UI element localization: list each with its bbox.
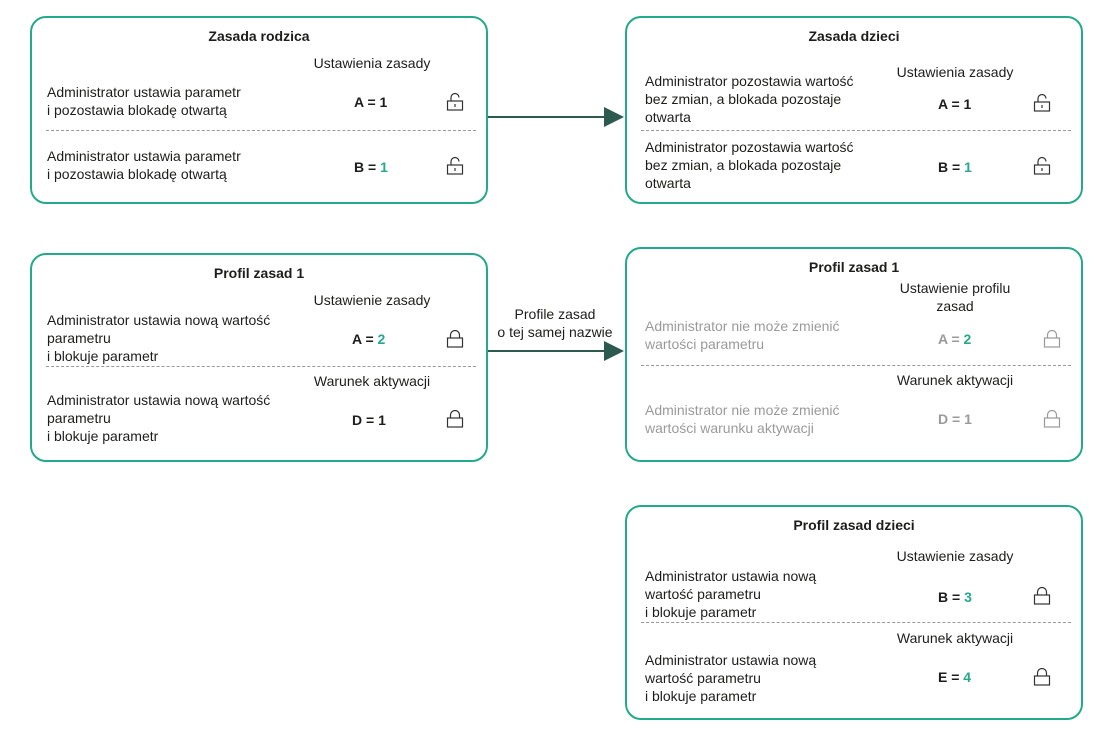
parameter-value: A = 2 [938, 331, 972, 347]
locked-padlock-icon [446, 329, 464, 348]
row-description: Administrator nie może zmienić wartości … [645, 402, 840, 436]
row-separator [46, 366, 476, 367]
row-separator [641, 130, 1071, 131]
row-description: Administrator ustawia nową wartość param… [47, 392, 271, 444]
locked-padlock-icon [1043, 409, 1061, 428]
settings-header: Ustawienie zasady [313, 292, 431, 308]
parameter-value: A = 2 [352, 331, 386, 347]
row-description: Administrator ustawia nową wartość param… [47, 312, 271, 364]
box-title: Profil zasad 1 [213, 265, 305, 281]
parameter-value: B = 3 [938, 589, 972, 605]
row-description: Administrator pozostawia wartość bez zmi… [645, 73, 854, 125]
unlocked-padlock-icon [446, 156, 464, 175]
row-separator [641, 365, 1071, 366]
row-description: Administrator nie może zmienić wartości … [645, 318, 840, 352]
locked-padlock-icon [1033, 586, 1051, 605]
condition-header: Warunek aktywacji [313, 373, 431, 389]
box-title: Zasada rodzica [208, 28, 310, 44]
box-title: Profil zasad 1 [808, 259, 900, 275]
box-title: Profil zasad dzieci [793, 517, 915, 533]
child-policy-profile-1-box: Profil zasad 1 Ustawienie profilu zasad … [625, 247, 1083, 462]
row-description: Administrator ustawia parametr i pozosta… [47, 84, 241, 118]
locked-padlock-icon [1033, 667, 1051, 686]
settings-header: Ustawienia zasady [313, 55, 431, 71]
locked-padlock-icon [446, 409, 464, 428]
arrow-label-line1: Profile zasad [514, 306, 596, 322]
arrow-label: Profile zasad o tej samej nazwie [480, 305, 630, 341]
condition-header: Warunek aktywacji [896, 630, 1014, 646]
unlocked-padlock-icon [1033, 93, 1051, 112]
arrow-label-line2: o tej samej nazwie [497, 324, 613, 340]
row-description: Administrator ustawia nową wartość param… [645, 568, 817, 620]
parameter-value: D = 1 [352, 412, 386, 428]
row-description: Administrator pozostawia wartość bez zmi… [645, 139, 854, 191]
settings-header: Ustawienie profilu zasad [899, 280, 1011, 314]
child-policy-profile-box: Profil zasad dzieci Ustawienie zasady Ad… [625, 505, 1083, 720]
settings-header: Ustawienia zasady [896, 64, 1014, 80]
row-description: Administrator ustawia nową wartość param… [645, 652, 817, 704]
row-separator [641, 622, 1071, 623]
condition-header: Warunek aktywacji [896, 372, 1014, 388]
settings-header: Ustawienie zasady [896, 548, 1014, 564]
parent-policy-box: Zasada rodzica Ustawienia zasady Adminis… [30, 16, 488, 204]
row-description: Administrator ustawia parametr i pozosta… [47, 148, 241, 182]
parameter-value: A = 1 [938, 96, 972, 112]
parameter-value: E = 4 [938, 669, 972, 685]
child-policy-box: Zasada dzieci Ustawienia zasady Administ… [625, 16, 1083, 204]
parameter-value: D = 1 [938, 411, 972, 427]
parameter-value: A = 1 [354, 94, 388, 110]
unlocked-padlock-icon [1033, 156, 1051, 175]
row-separator [46, 130, 476, 131]
box-title: Zasada dzieci [808, 28, 900, 44]
parameter-value: B = 1 [354, 159, 388, 175]
unlocked-padlock-icon [446, 92, 464, 111]
locked-padlock-icon [1043, 329, 1061, 348]
policy-profile-1-box: Profil zasad 1 Ustawienie zasady Adminis… [30, 253, 488, 462]
parameter-value: B = 1 [938, 159, 972, 175]
